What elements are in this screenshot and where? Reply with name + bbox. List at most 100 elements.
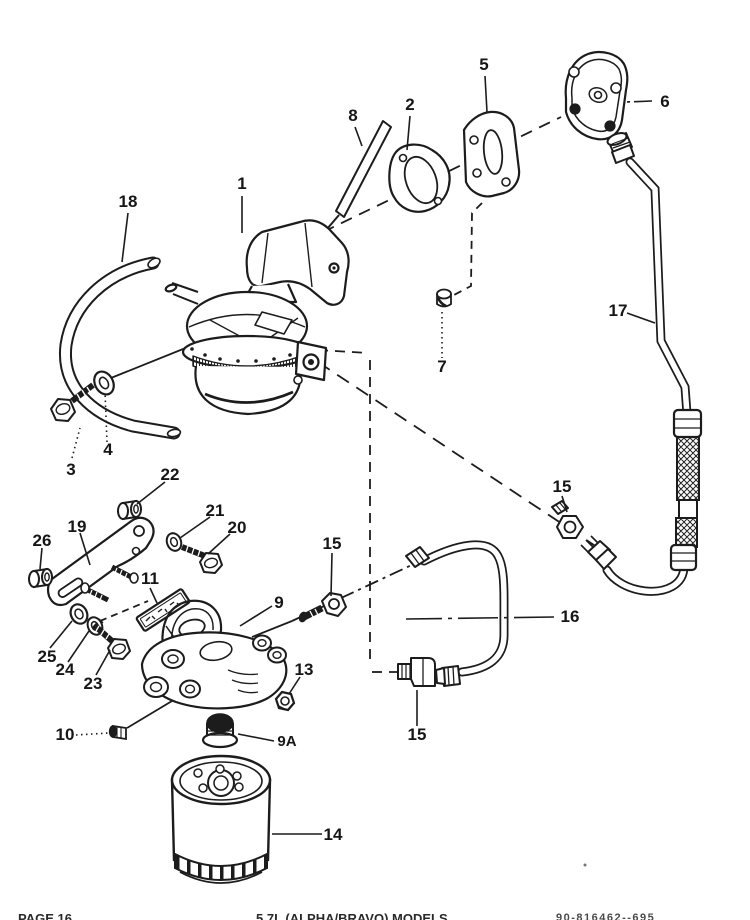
bushing-26: [28, 567, 53, 589]
line16-upper-fitting: [405, 546, 430, 568]
hose-outline: [58, 256, 181, 440]
callout-9A: 9A: [277, 733, 296, 750]
pump-outlet-lug: [293, 375, 303, 385]
callout-17: 17: [609, 301, 628, 320]
filter-housing-9: [140, 599, 288, 710]
plate6-center-hole: [593, 90, 603, 100]
washer-21: [165, 532, 183, 552]
nut-13: [274, 690, 296, 712]
assembly-line-bolt23: [99, 600, 149, 622]
callout-1: 1: [237, 174, 246, 193]
callout-14: 14: [324, 825, 343, 844]
plate6-hole-dark: [604, 120, 616, 132]
line17-top-fitting: [606, 132, 635, 164]
plug-top: [436, 288, 452, 300]
plate6-hole: [568, 66, 580, 78]
callout-26: 26: [33, 531, 52, 550]
line17-ferrule-lines: [675, 418, 700, 429]
hose-end: [147, 257, 161, 269]
fitting-15-straight: [298, 592, 347, 623]
bracket-hole: [133, 525, 145, 537]
plug-7: [436, 288, 452, 308]
bolt-head: [50, 398, 76, 422]
callout-15-a: 15: [553, 477, 572, 496]
assembly-line-plate-to-plug7: [451, 202, 483, 297]
housing-opening: [199, 640, 233, 662]
line17-sleeve: [678, 499, 698, 519]
footer-page-number: PAGE 16: [18, 911, 72, 920]
line17-ferrule-lines: [672, 552, 695, 562]
housing-bosses: [143, 634, 287, 699]
callout-3: 3: [66, 460, 75, 479]
plate11-inner: [140, 592, 186, 628]
pump-outlet-center: [308, 359, 314, 365]
fitting-15-elbow: [397, 657, 436, 687]
plate6-hole: [610, 82, 622, 94]
callout-9: 9: [274, 593, 283, 612]
hose-end: [166, 428, 182, 438]
callout-8: 8: [348, 106, 357, 125]
callout-16: 16: [561, 607, 580, 626]
pump-arm-creases: [261, 222, 313, 288]
pump-inlet-end: [164, 283, 178, 293]
washer-25: [69, 603, 89, 625]
gasket-opening: [403, 155, 439, 205]
plug-shade: [436, 297, 447, 308]
assembly-line-plug10: [126, 700, 173, 729]
pump-arm: [245, 219, 350, 306]
footer-model-title: 5.7L (ALPHA/BRAVO) MODELS: [256, 911, 448, 920]
rod-body: [335, 120, 392, 218]
assembly-line-outlet-to-line17: [317, 361, 601, 550]
plate11-text-marks: [145, 601, 180, 622]
line16-tube: [421, 542, 507, 675]
plate6-hole-dark: [569, 103, 581, 115]
leader-lines: [39, 75, 656, 835]
cover-plate-6: [564, 50, 629, 141]
pump-arm-hole-center: [332, 266, 336, 270]
fuel-hose-18: [58, 256, 182, 440]
line16-lower-fitting: [435, 665, 461, 687]
callout-22: 22: [161, 465, 180, 484]
bracket-stud-upper: [110, 564, 139, 584]
line17-end-fitting: [580, 535, 617, 570]
washer-4: [93, 370, 115, 396]
assembly-line-housing-to-line16: [291, 562, 417, 622]
callout-6: 6: [660, 92, 669, 111]
callout-15-c: 15: [408, 725, 427, 744]
bolt-shaft: [70, 382, 95, 404]
callout-19: 19: [68, 517, 87, 536]
fuel-line-16: [405, 540, 509, 687]
gasket-hole: [433, 196, 443, 206]
bolt-threads: [76, 386, 91, 400]
plate5-hole: [472, 168, 482, 178]
line17-braid-upper: [676, 436, 700, 501]
plug-10: [108, 724, 127, 741]
callout-20: 20: [228, 518, 247, 537]
filter-port-holes: [193, 764, 244, 793]
callout-11: 11: [141, 569, 159, 588]
mounting-plate-5: [462, 110, 521, 198]
housing-strap-inner: [170, 608, 214, 647]
assembly-line-pump-to-plates: [322, 116, 562, 233]
bolt-23: [92, 622, 131, 660]
filter-crimp-band: [174, 852, 268, 881]
filter-hub-bore: [213, 775, 229, 791]
line16-tube-outline: [419, 540, 509, 677]
gasket-hole: [398, 153, 408, 163]
bolt-head-face: [55, 403, 71, 415]
fuel-filter-14: [170, 754, 272, 884]
filter-bottom-arc: [179, 871, 263, 884]
callouts: 1 2 5 6 8 18 17 7 3 4 22 21 20 26 19 11 …: [33, 55, 670, 844]
hose-fill: [60, 258, 179, 438]
callout-7: 7: [437, 357, 446, 376]
plate6-center-rib: [588, 86, 608, 104]
callout-5: 5: [479, 55, 488, 74]
line17-ferrule-top: [672, 408, 703, 439]
callout-18: 18: [119, 192, 138, 211]
callout-24: 24: [56, 660, 75, 679]
adapter-9A: [201, 713, 239, 749]
pump-dome-tab: [254, 311, 293, 335]
bolt-20: [180, 544, 223, 574]
footer-part-number: 90-816462--695: [556, 912, 656, 920]
gasket-2: [388, 143, 451, 213]
